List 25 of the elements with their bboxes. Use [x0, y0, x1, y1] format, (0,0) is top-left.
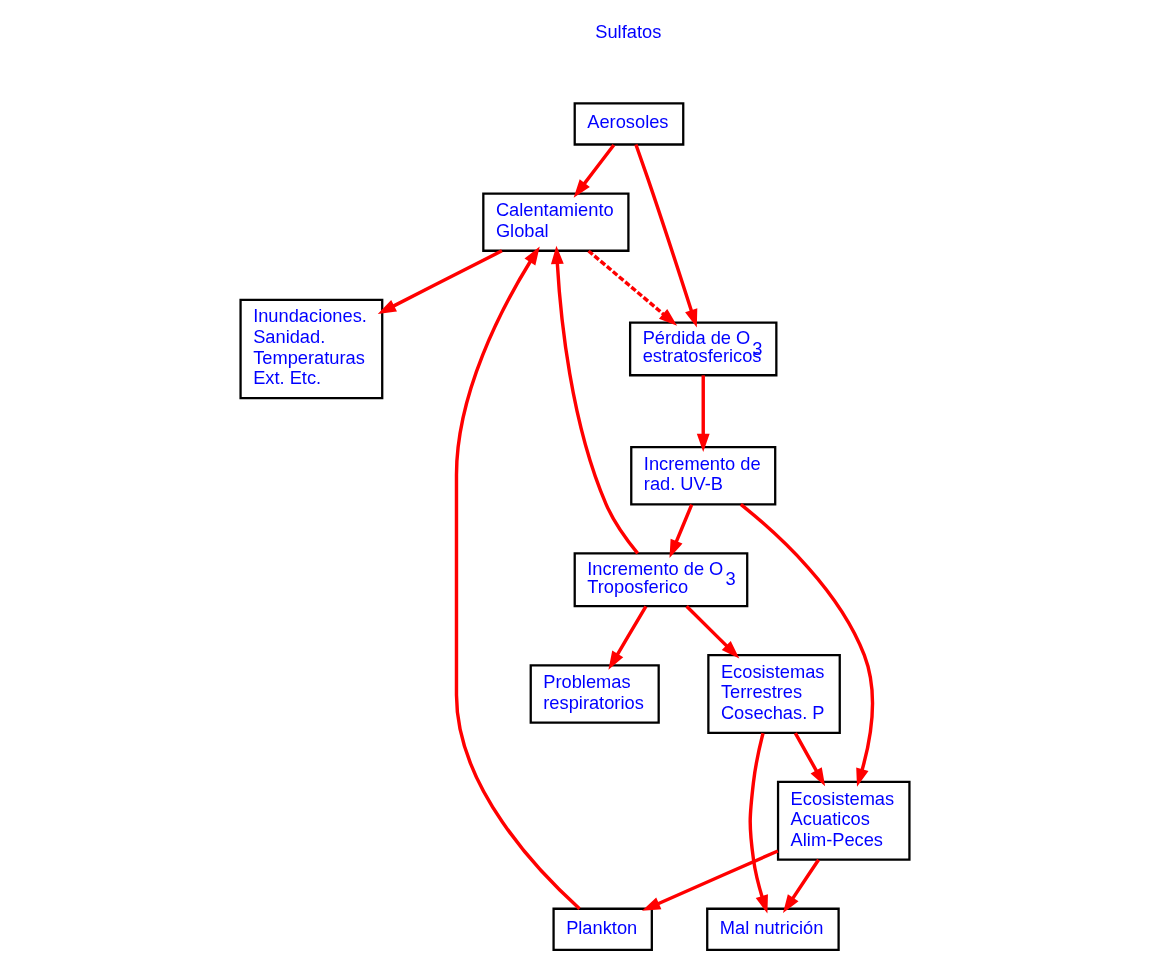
node-box: Ecosistemas Terrestres Cosechas. P: [707, 654, 841, 734]
arrow: [634, 143, 698, 328]
arrow: [669, 504, 694, 559]
arrow: [739, 503, 875, 787]
arrow: [642, 849, 779, 911]
node-box: Inundaciones. Sanidad. Temperaturas Ext. Etc.: [239, 298, 384, 400]
arrow: [696, 375, 710, 453]
node-box: Calentamiento Global: [482, 192, 630, 252]
node-box: Mal nutrición: [706, 907, 840, 951]
node-box: Aerosoles: [573, 102, 685, 146]
arrow: [454, 246, 581, 910]
arrow: [550, 245, 639, 555]
node-box: Problemas respiratorios: [529, 664, 660, 724]
arrow: [573, 143, 616, 198]
arrow: [783, 858, 820, 914]
arrow: [587, 249, 678, 326]
arrow: [685, 605, 740, 659]
node-label: Sulfatos: [595, 21, 662, 43]
node-box: Ecosistemas Acuaticos Alim-Peces: [776, 780, 911, 861]
node-box: Plankton: [552, 907, 653, 951]
arrow: [608, 605, 648, 670]
arrow: [748, 732, 768, 914]
node-box: Incremento de rad. UV-B: [630, 446, 777, 506]
arrow: [793, 732, 826, 787]
arrow: [377, 249, 503, 315]
